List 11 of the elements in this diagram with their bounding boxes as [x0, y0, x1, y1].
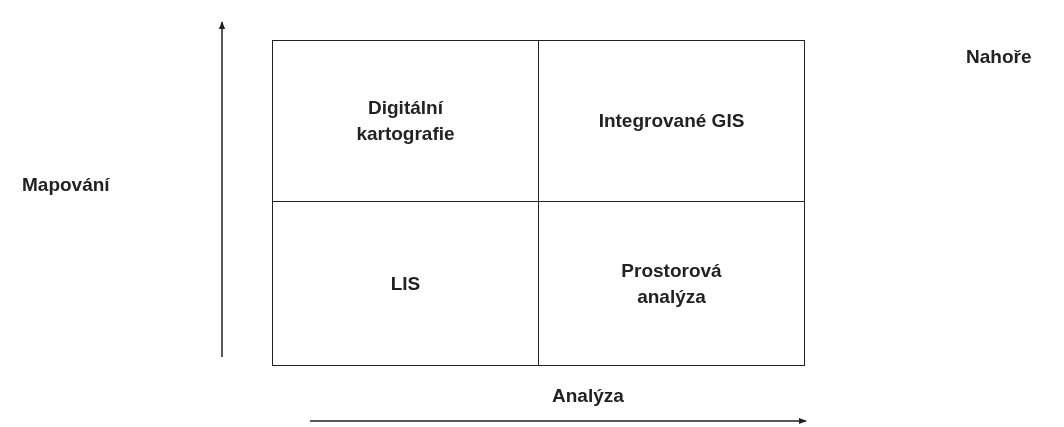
quadrant-label: Digitální kartografie — [355, 96, 456, 146]
quadrant-cell — [538, 201, 805, 366]
quadrant-cell — [272, 201, 539, 366]
corner-label: Nahoře — [966, 46, 1032, 68]
quadrant-cell — [272, 40, 539, 202]
quadrant-label: LIS — [390, 271, 421, 296]
quadrant-cell — [538, 40, 805, 202]
quadrant-label: Prostorová analýza — [620, 258, 723, 309]
quadrant-label: Integrované GIS — [598, 109, 745, 134]
axis-label: Mapování — [22, 174, 110, 196]
axis-label: Analýza — [552, 385, 624, 407]
